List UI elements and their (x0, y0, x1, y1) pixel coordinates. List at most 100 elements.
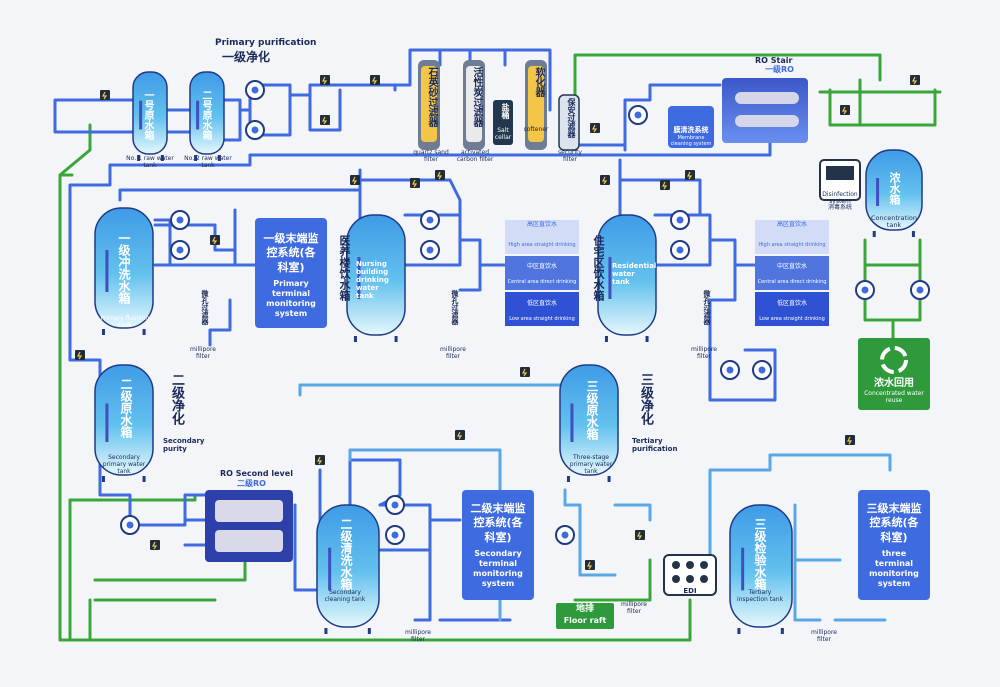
primary-monitoring-en: Primary terminal monitoring system (266, 278, 316, 318)
membrane-cleaning-box (668, 106, 714, 148)
sensor-icon (435, 170, 445, 180)
primary-monitoring-cn: 一级末端监控系统(各科室) (263, 232, 319, 274)
security-filter-vessel (558, 94, 580, 151)
residential-tank-vessel (597, 214, 657, 342)
sensor-icon (845, 435, 855, 445)
edi-label: EDI (683, 587, 697, 595)
sensor-icon (75, 350, 85, 360)
zone1-high-en: High area straight drinking (508, 242, 576, 248)
flush-tank-vessel (94, 207, 154, 335)
pump-icon (752, 360, 772, 380)
nursing-tank-vessel (346, 214, 406, 342)
pump-icon (420, 210, 440, 230)
sensor-icon (585, 560, 595, 570)
raw-tank-1-en: No. 1 raw water tank (126, 155, 174, 169)
nursing-tank-en: Nursing building drinking water tank (356, 260, 389, 301)
zone2-high-cn: 高区直饮水 (776, 221, 807, 228)
ro-second-cn: 二级RO (237, 479, 266, 488)
sensor-icon (455, 430, 465, 440)
three-primary-tank-en: Three-stage primary water tank (569, 454, 613, 475)
reuse-en: Concentrated water reuse (864, 390, 924, 404)
primary-purification-label: Primary purification (215, 38, 317, 48)
sensor-icon (370, 75, 380, 85)
ro-stair-label: RO Stair (755, 56, 793, 65)
secondary-monitoring-en: Secondary terminal monitoring system (473, 548, 523, 588)
tertiary-monitoring-cn: 三级末端监控系统(各科室) (866, 502, 922, 544)
tertiary-purification-en: Tertiary purification (632, 437, 678, 454)
ro-second-label: RO Second level (220, 469, 293, 478)
primary-monitoring-panel: 一级末端监控系统(各科室) Primary terminal monitorin… (255, 218, 327, 328)
zone1-low-en: Low area straight drinking (509, 316, 575, 322)
disinfection-en: Disinfection system (822, 191, 858, 205)
floor-raft-cn: 地排 (575, 604, 594, 614)
three-primary-tank-cn: 三级原水箱 (585, 380, 599, 440)
tertiary-monitoring-en: three terminal monitoring system (869, 548, 919, 588)
sensor-icon (320, 75, 330, 85)
zone2-high-en: High area straight drinking (758, 242, 826, 248)
residential-tank-cn: 住宅区饮水箱 (592, 235, 605, 301)
sensor-icon (320, 115, 330, 125)
zone2-central-en: Central area direct drinking (757, 279, 827, 285)
pump-icon (385, 525, 405, 545)
sensor-icon (685, 170, 695, 180)
inspection-tank-cn: 三级检验水箱 (753, 518, 767, 590)
pump-icon (555, 525, 575, 545)
nursing-tank-cn: 医养楼饮水箱 (338, 235, 351, 301)
floor-raft-en: Floor raft (563, 616, 607, 625)
disinfection-system (819, 159, 861, 201)
sensor-icon (910, 75, 920, 85)
quartz-filter-en: quartz sand filter (413, 149, 449, 163)
sec-clean-tank-vessel (316, 504, 380, 634)
pump-icon (245, 80, 265, 100)
edi-unit (663, 554, 717, 596)
flush-tank-cn: 一级冲洗水箱 (117, 232, 131, 304)
softener-cn: 软化器 (533, 67, 544, 97)
millipore-1-en: millipore filter (189, 346, 217, 360)
zone2-central-cn: 中区直饮水 (776, 263, 807, 270)
pump-icon (855, 280, 875, 300)
sensor-icon (840, 105, 850, 115)
secondary-purification-cn: 二级净化 (169, 373, 184, 425)
pumps (120, 80, 930, 545)
raw-tank-2-en: No. 2 raw water tank (184, 155, 232, 169)
sensor-icon (590, 123, 600, 133)
raw-tank-2-vessel (189, 71, 225, 161)
pump-icon (720, 360, 740, 380)
raw-tank-2-cn: 二号原水箱 (200, 90, 211, 140)
zone1-central-cn: 中区直饮水 (526, 263, 557, 270)
millipore-3-en: millipore filter (690, 346, 718, 360)
salt-cellar-cn: 盐桶 (501, 103, 510, 119)
millipore-6-en: millipore filter (810, 629, 838, 643)
pump-icon (385, 495, 405, 515)
ro-stair-cn: 一级RO (765, 65, 794, 74)
tanks (94, 71, 923, 634)
filter-vessels (418, 60, 580, 151)
pump-icon (120, 515, 140, 535)
sensor-icon (635, 530, 645, 540)
security-filter-en: security filter (558, 149, 582, 163)
raw-tank-1-cn: 一号原水箱 (142, 90, 153, 140)
zone1-central-en: Central area direct drinking (507, 279, 577, 285)
security-filter-cn: 保安过滤器 (567, 98, 576, 138)
millipore-5-en: millipore filter (620, 601, 648, 615)
sensor-icon (520, 367, 530, 377)
zone2-low-cn: 低区直饮水 (776, 300, 807, 307)
zone1-high-cn: 高区直饮水 (526, 221, 557, 228)
sec-primary-tank-en: Secondary primary water tank (102, 454, 146, 475)
tertiary-monitoring-panel: 三级末端监控系统(各科室) three terminal monitoring … (858, 490, 930, 600)
secondary-monitoring-panel: 二级末端监控系统(各科室) Secondary terminal monitor… (462, 490, 534, 600)
recycle-icon (880, 346, 908, 374)
sec-primary-tank-cn: 二级原水箱 (119, 378, 133, 438)
pump-icon (170, 210, 190, 230)
carbon-filter-en: activated carbon filter (456, 149, 494, 163)
ro-stair-unit (722, 78, 808, 143)
pump-icon (628, 105, 648, 125)
pump-icon (420, 240, 440, 260)
ro-second-unit (205, 490, 293, 562)
membrane-cleaning-en: Membrane cleaning system (670, 135, 712, 147)
sensor-icon (350, 175, 360, 185)
concentrated-reuse-box (858, 338, 930, 410)
quartz-filter-cn: 石英砂过滤器 (426, 67, 437, 127)
softener-en: softener (523, 126, 549, 133)
primary-purification-cn: 一级净化 (222, 50, 271, 64)
